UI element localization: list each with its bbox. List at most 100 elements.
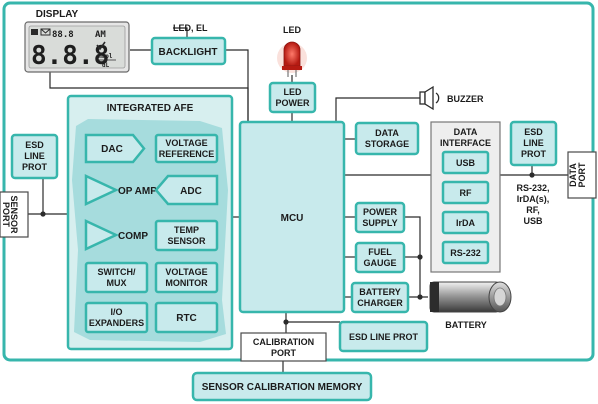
dac-label: DAC (101, 144, 123, 155)
backlight-block (150, 36, 227, 66)
afe-title: INTEGRATED AFE (107, 103, 194, 114)
led-icon (283, 41, 301, 67)
esd-left-line1: ESD (25, 140, 44, 150)
io-expanders-line2: EXPANDERS (89, 318, 144, 328)
rs232-block (441, 240, 490, 265)
esd-right-line2: LINE (523, 138, 544, 148)
lcd-unit-mmol: mmol (98, 53, 113, 60)
led-block: LED (277, 25, 307, 77)
calibration-port-line2: PORT (271, 348, 297, 358)
fuel-gauge-line1: FUEL (368, 247, 392, 257)
io-expanders-block (84, 301, 149, 334)
protocol-irda: IrDA(s), (517, 194, 550, 204)
calibration-port (240, 332, 327, 362)
switch-mux-line1: SWITCH/ (98, 267, 136, 277)
power-supply-block (354, 201, 406, 234)
power-supply-line1: POWER (363, 207, 398, 217)
sensor-calibration-memory-label: SENSOR CALIBRATION MEMORY (202, 382, 363, 393)
voltage-reference-line1: VOLTAGE (165, 138, 207, 148)
speaker-icon (424, 85, 434, 111)
rf-block (441, 180, 490, 205)
lcd-main-digits: 8.8.8 (31, 41, 109, 71)
mcu-label: MCU (281, 213, 304, 224)
esd-left-line2: LINE (24, 151, 45, 161)
power-supply-line2: SUPPLY (362, 218, 397, 228)
battery-charger-line1: BATTERY (359, 287, 401, 297)
rf-label: RF (460, 188, 472, 198)
esd-bottom-label: ESD LINE PROT (349, 332, 419, 342)
rtc-block (154, 301, 219, 334)
lcd-envelope-icon (40, 28, 51, 36)
sensor-port-line2: PORT (1, 202, 11, 228)
display-block: DISPLAY 88.8 AM 8.8.8 mmol dL (24, 9, 130, 73)
op-amp-icon (84, 174, 119, 206)
protocol-rs232: RS-232, (516, 183, 549, 193)
led-el-label: LED, EL (173, 23, 208, 33)
esd-right-line3: PROT (521, 149, 547, 159)
buzzer-label: BUZZER (447, 94, 484, 104)
usb-block (441, 150, 490, 175)
led-power-line1: LED (284, 87, 303, 97)
led-power-line2: POWER (275, 98, 310, 108)
usb-label: USB (456, 158, 476, 168)
temp-sensor-line1: TEMP (174, 225, 199, 235)
battery-icon (429, 281, 512, 313)
protocol-usb: USB (523, 216, 543, 226)
battery-label: BATTERY (445, 320, 487, 330)
lcd-small-digits: 88.8 (52, 30, 74, 40)
sensor-port (0, 191, 29, 238)
fuel-gauge-line2: GAUGE (363, 258, 396, 268)
esd-line-prot-bottom (338, 320, 429, 353)
lcd-check-icon (96, 41, 106, 51)
lcd-unit-dl: dL (102, 62, 110, 69)
lcd-battery-icon (31, 29, 38, 35)
led-label: LED (283, 25, 302, 35)
backlight-label: BACKLIGHT (159, 47, 218, 58)
dac-block (84, 133, 146, 164)
voltage-monitor-line2: MONITOR (165, 278, 208, 288)
protocol-rf: RF, (526, 205, 540, 215)
esd-left-line3: PROT (22, 162, 48, 172)
lcd-am: AM (95, 30, 106, 40)
esd-line-prot-right (509, 120, 558, 167)
data-storage-line1: DATA (375, 128, 399, 138)
temp-sensor-line2: SENSOR (167, 236, 206, 246)
irda-block (441, 210, 490, 235)
op-amp-label: OP AMP (118, 186, 157, 197)
integrated-afe-block: INTEGRATED AFE DAC VOLTAGE REFERENCE OP … (66, 94, 234, 351)
adc-label: ADC (180, 186, 202, 197)
comparator-icon (84, 219, 119, 251)
data-interface-line2: INTERFACE (440, 138, 491, 148)
adc-block (154, 174, 219, 206)
esd-line-prot-left (10, 133, 59, 180)
data-storage-block (354, 121, 420, 156)
sensor-calibration-memory-block (191, 371, 373, 402)
data-storage-line2: STORAGE (365, 139, 409, 149)
voltage-reference-block (154, 133, 219, 164)
buzzer-block: BUZZER (419, 85, 484, 111)
mcu-block (238, 120, 346, 314)
io-expanders-line1: I/O (110, 307, 122, 317)
data-port-line2: PORT (577, 162, 587, 188)
data-interface-block: DATA INTERFACE USB RF IrDA RS-232 (430, 121, 501, 273)
calibration-port-line1: CALIBRATION (253, 337, 314, 347)
led-power-block (268, 81, 317, 114)
esd-right-line1: ESD (524, 127, 543, 137)
data-port (567, 151, 597, 199)
temp-sensor-block (154, 219, 219, 252)
battery-charger-line2: CHARGER (357, 298, 403, 308)
comp-label: COMP (118, 231, 148, 242)
voltage-reference-line2: REFERENCE (159, 149, 215, 159)
rtc-label: RTC (176, 313, 197, 324)
battery-charger-block (350, 281, 410, 314)
fuel-gauge-block (354, 241, 406, 274)
irda-label: IrDA (456, 218, 476, 228)
voltage-monitor-block (154, 261, 219, 294)
rs232-label: RS-232 (450, 248, 481, 258)
switch-mux-line2: MUX (107, 278, 127, 288)
switch-mux-block (84, 261, 149, 294)
display-title: DISPLAY (36, 9, 79, 20)
data-port-line1: DATA (568, 163, 578, 187)
data-interface-line1: DATA (454, 127, 478, 137)
